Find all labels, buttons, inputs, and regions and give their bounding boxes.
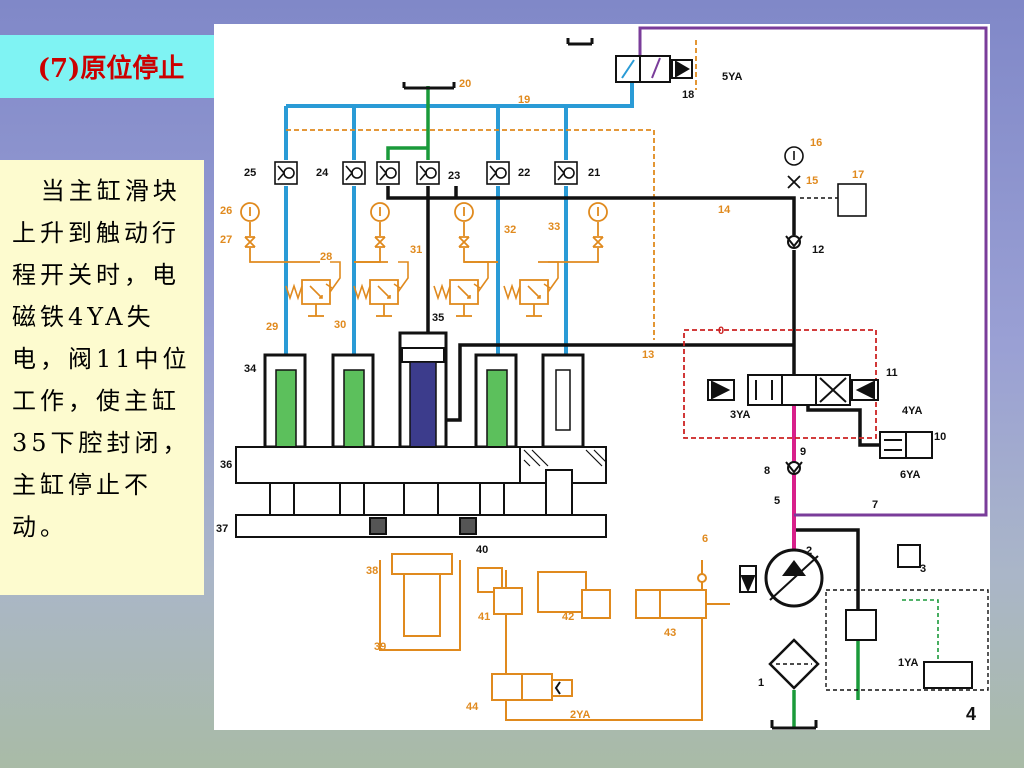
svg-text:33: 33 xyxy=(548,221,560,233)
svg-text:3YA: 3YA xyxy=(730,409,750,421)
svg-text:27: 27 xyxy=(220,234,232,246)
svg-text:8: 8 xyxy=(764,465,770,477)
svg-text:5YA: 5YA xyxy=(722,71,742,83)
cylinder-group xyxy=(263,331,585,449)
svg-text:44: 44 xyxy=(466,701,479,713)
svg-text:28: 28 xyxy=(320,251,332,263)
pilot-lines xyxy=(286,40,697,340)
svg-text:21: 21 xyxy=(588,167,600,179)
svg-text:20: 20 xyxy=(459,78,471,90)
svg-text:40: 40 xyxy=(476,544,488,556)
svg-text:5: 5 xyxy=(774,495,780,507)
svg-text:36: 36 xyxy=(220,459,232,471)
svg-text:4YA: 4YA xyxy=(902,405,922,417)
svg-text:9: 9 xyxy=(800,446,806,458)
tank-line xyxy=(638,26,988,517)
svg-text:32: 32 xyxy=(504,224,516,236)
component-labels: 20 19 18 5YA 16 15 17 14 12 25 24 23 22 … xyxy=(216,71,976,724)
svg-text:12: 12 xyxy=(812,244,824,256)
svg-text:6: 6 xyxy=(702,533,708,545)
valve-10 xyxy=(879,431,933,459)
svg-text:1: 1 xyxy=(758,677,764,689)
svg-text:1YA: 1YA xyxy=(898,657,918,669)
svg-text:10: 10 xyxy=(934,431,946,443)
slide-title: (7)原位停止 xyxy=(37,54,185,84)
valve-11-pilot-box xyxy=(683,329,877,439)
pump-2 xyxy=(764,548,824,608)
svg-text:15: 15 xyxy=(806,175,818,187)
svg-text:0: 0 xyxy=(718,325,724,337)
svg-text:4: 4 xyxy=(966,704,976,724)
svg-text:16: 16 xyxy=(810,137,822,149)
svg-text:18: 18 xyxy=(682,89,694,101)
svg-text:19: 19 xyxy=(518,94,530,106)
svg-text:22: 22 xyxy=(518,167,530,179)
svg-text:17: 17 xyxy=(852,169,864,181)
svg-text:26: 26 xyxy=(220,205,232,217)
svg-text:42: 42 xyxy=(562,611,574,623)
svg-text:30: 30 xyxy=(334,319,346,331)
svg-text:37: 37 xyxy=(216,523,228,535)
svg-text:14: 14 xyxy=(718,204,731,216)
svg-text:25: 25 xyxy=(244,167,256,179)
svg-text:13: 13 xyxy=(642,349,654,361)
filter-1 xyxy=(768,638,820,690)
svg-text:23: 23 xyxy=(448,170,460,182)
directional-valve-11 xyxy=(707,374,879,406)
hydraulic-diagram: 20 19 18 5YA 16 15 17 14 12 25 24 23 22 … xyxy=(214,24,990,730)
svg-text:7: 7 xyxy=(872,499,878,511)
svg-text:41: 41 xyxy=(478,611,490,623)
press-frame xyxy=(235,446,607,538)
valve-18 xyxy=(615,55,693,83)
svg-text:34: 34 xyxy=(244,363,257,375)
svg-text:43: 43 xyxy=(664,627,676,639)
svg-text:29: 29 xyxy=(266,321,278,333)
auxiliary-circuit xyxy=(379,553,730,721)
description-text: 当主缸滑块上升到触动行程开关时，电磁铁4YA失电，阀11中位工作，使主缸35下腔… xyxy=(12,177,191,541)
slide-title-box: (7)原位停止 xyxy=(0,35,222,98)
svg-text:2: 2 xyxy=(806,545,812,557)
svg-text:31: 31 xyxy=(410,244,422,256)
svg-text:38: 38 xyxy=(366,565,378,577)
svg-text:39: 39 xyxy=(374,641,386,653)
svg-text:11: 11 xyxy=(886,367,898,379)
svg-text:3: 3 xyxy=(920,563,926,575)
svg-text:2YA: 2YA xyxy=(570,709,590,721)
svg-text:6YA: 6YA xyxy=(900,469,920,481)
svg-text:24: 24 xyxy=(316,167,329,179)
svg-text:35: 35 xyxy=(432,312,444,324)
description-box: 当主缸滑块上升到触动行程开关时，电磁铁4YA失电，阀11中位工作，使主缸35下腔… xyxy=(0,160,204,595)
hydraulic-schematic: 20 19 18 5YA 16 15 17 14 12 25 24 23 22 … xyxy=(216,26,989,730)
